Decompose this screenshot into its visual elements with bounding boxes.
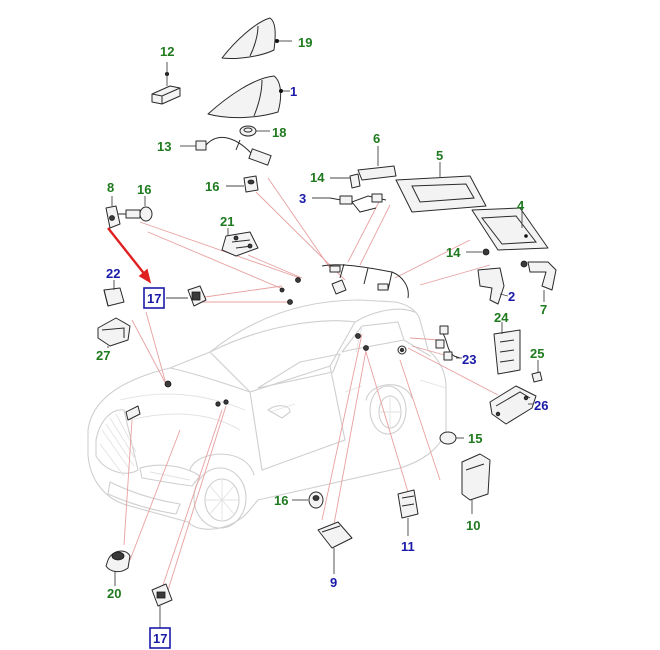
part-17-module-lower [151,583,173,628]
part-23-harness [435,325,462,361]
part-5-panel [395,162,487,213]
label-24: 24 [494,310,509,325]
label-11: 11 [401,539,415,554]
part-26-control-module [489,385,537,425]
part-12-module [151,62,181,105]
label-17-lower: 17 [153,631,167,646]
part-24-module [493,322,521,375]
label-8: 8 [107,180,114,195]
highlight-arrow [107,227,152,284]
label-1: 1 [290,84,297,99]
label-14-right: 14 [446,245,461,260]
label-12: 12 [160,44,174,59]
part-17-module-upper [166,285,207,307]
part-9-module [317,521,353,574]
part-11-module [397,489,419,536]
label-5: 5 [436,148,443,163]
label-13: 13 [157,139,171,154]
label-26: 26 [534,398,548,413]
label-22: 22 [106,266,120,281]
part-15-seal [439,431,464,445]
part-roof-harness [279,263,409,305]
label-16-lower: 16 [274,493,288,508]
part-27-bracket [97,317,131,348]
label-4: 4 [517,198,525,213]
part-20-sensor [105,550,131,586]
label-2: 2 [508,289,515,304]
highlight-box-17-upper [143,287,165,309]
part-18-seal [239,125,270,137]
label-6: 6 [373,131,380,146]
part-4-panel [471,207,549,251]
label-18: 18 [272,125,286,140]
callout-labels: 19 1 12 18 13 6 5 14 3 8 16 16 4 21 14 2… [96,35,548,649]
label-15: 15 [468,431,482,446]
label-25: 25 [530,346,544,361]
label-10: 10 [466,518,480,533]
part-16-sensor-left [118,196,153,222]
part-21-camera-bracket [221,228,259,257]
label-16-left: 16 [137,182,151,197]
part-25-screw [531,360,543,383]
part-16-connector-lower [292,491,324,509]
part-1-antenna [207,75,290,119]
part-front-radar [125,380,229,421]
part-3-harness [312,173,387,213]
part-19-antenna-cover [221,17,292,59]
label-16-upper: 16 [205,179,219,194]
part-7-bracket [520,260,557,302]
label-23: 23 [462,352,476,367]
part-8-sensor-bracket [105,196,121,229]
part-22-module [103,280,125,307]
part-13-cable [180,136,272,166]
label-20: 20 [107,586,121,601]
part-6-bracket [357,146,397,181]
part-rear-clip [355,333,407,355]
label-27: 27 [96,348,110,363]
label-19: 19 [298,35,312,50]
part-2-bracket [466,248,509,305]
label-9: 9 [330,575,337,590]
part-16-connector-upper [226,175,259,193]
label-14-upper: 14 [310,170,325,185]
label-3: 3 [299,191,306,206]
highlight-box-17-lower [149,627,171,649]
label-7: 7 [540,302,547,317]
leader-lines [123,177,499,591]
label-17-upper: 17 [147,291,161,306]
label-21: 21 [220,214,234,229]
vehicle-outline [87,299,447,530]
part-10-module [461,453,491,514]
